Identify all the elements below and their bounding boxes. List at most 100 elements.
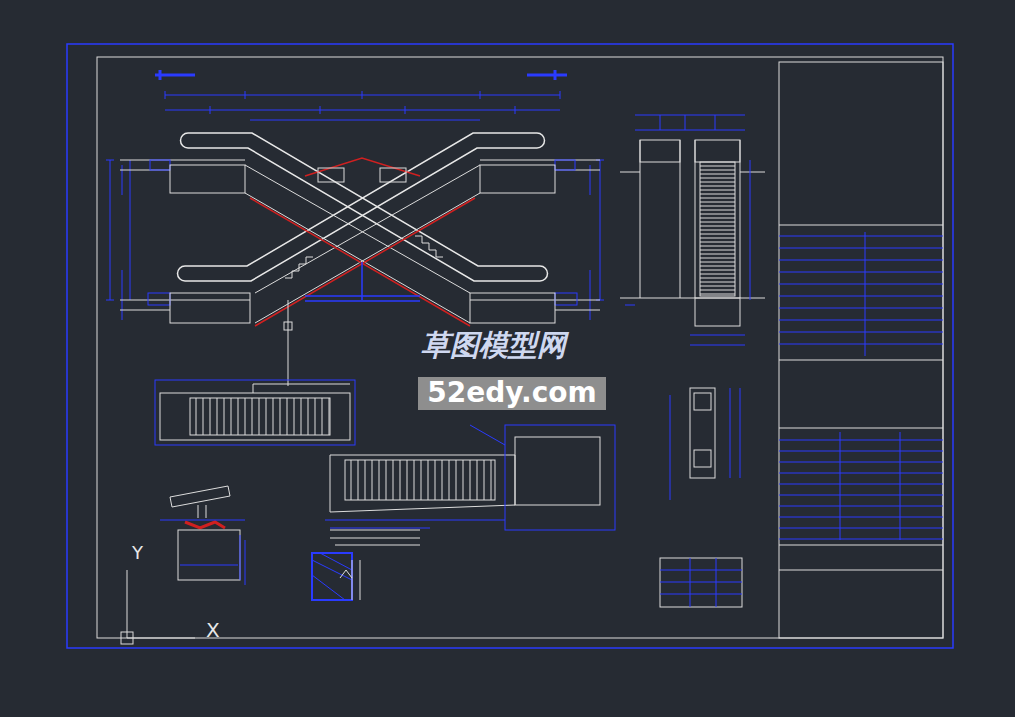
handrail-head [695,140,740,162]
step-line [700,214,735,215]
label-holder: Y [129,543,146,563]
steps [700,166,735,294]
step-line [491,460,492,500]
step-line [365,460,366,500]
step-line [315,398,316,435]
step-line [245,398,246,435]
label-holder: X [203,619,223,641]
column-section [694,450,711,467]
outer-border [67,44,953,648]
dimension-lines [165,91,560,120]
steps [196,398,329,435]
step-line [700,290,735,291]
step-line [287,398,288,435]
inner-border [97,57,943,638]
plan-outline [330,455,515,512]
step-line [386,460,387,500]
landing-truss [170,293,250,323]
step-line [273,398,274,435]
step-line [779,248,943,249]
axis [127,570,195,638]
step-line [700,186,735,187]
step-line [700,226,735,227]
watermark-text: 52edy.com [427,378,596,409]
step-line [700,254,735,255]
step-line [900,432,901,540]
support-beam [380,168,406,182]
dimension-lines [670,388,740,500]
step-line [700,210,735,211]
step-line [449,460,450,500]
step-band [700,162,735,296]
section-mark [284,322,292,330]
step-line [700,202,735,203]
step-line [470,460,471,500]
floor-plate [330,530,420,600]
support-bolt [198,505,206,518]
step-line [414,460,415,500]
step-line [779,344,943,345]
balustrade [640,140,740,298]
step-line [779,495,943,496]
dimension-lines [635,115,745,130]
title-block-rows [779,225,943,570]
axis-label: X [203,618,223,642]
step-line [779,260,943,261]
step-line [329,398,330,435]
step-line [379,460,380,500]
step-line [196,398,197,435]
step-line [252,398,253,435]
step-line [840,432,841,540]
landing-truss [170,165,245,193]
label-holder: 草图模型网 [418,330,569,362]
step-line [372,460,373,500]
step-line [358,460,359,500]
step-line [203,398,204,435]
step-line [700,238,735,239]
step-line [700,174,735,175]
step-line [700,194,735,195]
step-line [779,440,943,441]
step-line [700,286,735,287]
step-line [231,398,232,435]
step-line [700,250,735,251]
support-pad [185,522,225,528]
axis-origin [121,632,133,644]
step-line [779,517,943,518]
step-line [456,460,457,500]
step-line [400,460,401,500]
slab-edge [555,293,577,305]
step-line [779,296,943,297]
step-line [421,460,422,500]
step-line [393,460,394,500]
step-line [779,451,943,452]
truss-underside [250,198,475,326]
step-line [700,222,735,223]
dimension-lines [106,160,130,320]
step-line [700,170,735,171]
slab-edge [555,160,575,170]
truss-end [170,486,230,507]
step-line [224,398,225,435]
step-line [477,460,478,500]
support-pier [178,530,240,580]
step-line [779,332,943,333]
step-profile [285,257,313,278]
step-line [779,284,943,285]
pit-outline [505,425,615,530]
step-line [700,218,735,219]
step-line [700,270,735,271]
step-line [308,398,309,435]
ucs-icon [121,570,195,644]
step-line [351,460,352,500]
step-line [779,473,943,474]
step-line [463,460,464,500]
slab-edge [150,160,170,170]
step-profile [415,236,443,257]
step-line [700,274,735,275]
support-beam [318,168,344,182]
handrail-head [640,140,680,162]
step-line [779,528,943,529]
step-line [259,398,260,435]
step-line [700,198,735,199]
